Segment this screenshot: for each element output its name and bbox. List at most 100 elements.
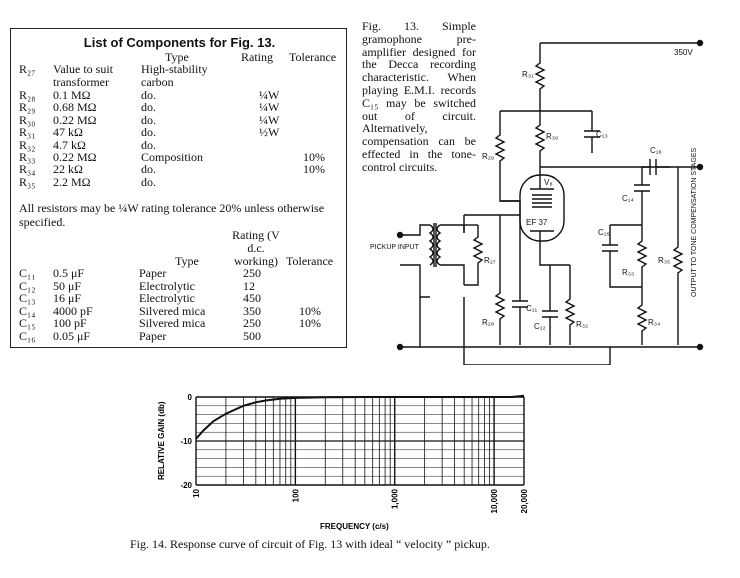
resistor-value: 47 kΩ — [53, 125, 83, 140]
capacitor-rating: 450 — [243, 291, 261, 306]
x-tick-label: 1,000 — [391, 488, 400, 509]
capacitor-rating: 12 — [243, 278, 255, 293]
resistor-ref: R₃₅ — [19, 174, 36, 189]
capacitor-ref: C₁₄ — [19, 303, 36, 318]
resistor-ref: R₃₀ — [19, 112, 36, 127]
capacitor-ref: C₁₁ — [19, 266, 36, 280]
resistor-type: do. — [141, 162, 156, 177]
capacitor-type: Electrolytic — [139, 278, 195, 293]
capacitor-type: Paper — [139, 329, 167, 343]
resistor-value: 0.1 MΩ — [53, 88, 91, 102]
label-c11: C₁₁ — [526, 304, 537, 313]
resistor-rating: ¼W — [259, 100, 280, 115]
x-tick-label: 10 — [192, 488, 201, 497]
components-list-box: List of Components for Fig. 13. Type Rat… — [10, 28, 347, 348]
cap-header-tolerance: Tolerance — [286, 254, 334, 268]
label-pickup-input: PICKUP INPUT — [370, 244, 420, 251]
fig14-caption: Fig. 14. Response curve of circuit of Fi… — [130, 537, 490, 551]
resistor-rating: ¼W — [259, 88, 280, 102]
label-c14: C₁₄ — [622, 194, 634, 203]
capacitor-value: 0.05 μF — [53, 329, 91, 343]
x-axis-label: FREQUENCY (c/s) — [320, 522, 389, 531]
capacitor-type: Silvered mica — [139, 316, 206, 331]
resistor-type: do. — [141, 137, 156, 152]
capacitor-ref: C₁₂ — [19, 278, 36, 293]
resistor-value: 2.2 MΩ — [53, 174, 91, 189]
components-list-title: List of Components for Fig. 13. — [83, 35, 276, 50]
label-r32: R₃₂ — [576, 320, 588, 329]
resistor-tolerance: 10% — [303, 162, 325, 177]
resistor-ref: R₃₄ — [19, 162, 36, 177]
capacitor-value: 4000 pF — [53, 303, 93, 318]
capacitor-ref: C₁₅ — [19, 316, 36, 331]
chart-ticks: 10 100 1,000 10,000 20,000 0 -10 -20 — [180, 393, 529, 513]
label-r28: R₂₈ — [482, 318, 494, 327]
y-tick-label: -10 — [180, 437, 192, 446]
capacitor-value: 100 pF — [53, 316, 87, 331]
resistor-note: All resistors may be ¼W rating tolerance… — [19, 201, 325, 229]
capacitor-value: 0.5 μF — [53, 266, 85, 280]
capacitor-rating: 250 — [243, 316, 261, 331]
label-c15: C₁₅ — [598, 228, 610, 237]
capacitor-ref: C₁₆ — [19, 329, 36, 343]
capacitor-rating: 350 — [243, 303, 261, 318]
capacitor-type: Silvered mica — [139, 303, 206, 318]
resistor-value: 0.68 MΩ — [53, 100, 97, 115]
label-r30: R₃₀ — [546, 132, 558, 141]
resistor-value: 4.7 kΩ — [53, 137, 86, 152]
x-tick-label: 20,000 — [520, 488, 529, 513]
resistor-tolerance: 10% — [303, 150, 325, 164]
label-r31: R₃₁ — [522, 70, 534, 79]
fig13-caption: Fig. 13. Simple gramophone pre-amplifier… — [362, 19, 476, 174]
resistor-rating: ¼W — [259, 112, 280, 127]
label-r33: R₃₃ — [622, 268, 634, 277]
resistor-type: Composition — [141, 150, 204, 164]
label-r35: R₃₅ — [658, 256, 670, 265]
capacitor-type: Paper — [139, 266, 167, 280]
header-type: Type — [165, 50, 189, 64]
capacitor-value: 50 μF — [53, 278, 82, 293]
capacitor-type: Electrolytic — [139, 291, 195, 306]
y-axis-label: RELATIVE GAIN (db) — [157, 401, 166, 480]
resistor-rating: ½W — [259, 125, 280, 140]
label-ef37: EF 37 — [526, 218, 548, 227]
response-series-line — [195, 394, 525, 440]
header-rating: Rating — [241, 50, 273, 64]
label-r29: R₂₉ — [482, 152, 494, 161]
resistor-value: Value to suit transformer — [53, 62, 113, 89]
label-350v: 350V — [674, 48, 693, 57]
capacitor-tolerance: 10% — [299, 316, 321, 331]
response-curve-chart: 10 100 1,000 10,000 20,000 0 -10 -20 RELATIVE G… — [157, 393, 529, 531]
x-tick-label: 100 — [291, 488, 300, 502]
capacitor-rating: 250 — [243, 266, 261, 280]
resistor-type: High-stability carbon — [141, 62, 208, 89]
label-c16: C₁₆ — [650, 146, 662, 155]
resistor-type: do. — [141, 125, 156, 140]
label-r34: R₃₄ — [648, 318, 660, 327]
x-tick-label: 10,000 — [490, 488, 499, 513]
y-tick-label: 0 — [188, 393, 193, 402]
resistor-ref: R₃₁ — [19, 125, 36, 140]
cap-header-rating: Rating (V d.c. working) — [232, 228, 280, 268]
resistor-type: do. — [141, 88, 156, 102]
header-tolerance: Tolerance — [289, 50, 337, 64]
resistor-ref: R₃₂ — [19, 137, 36, 152]
resistor-type: do. — [141, 174, 156, 189]
resistor-ref: R₂₇ — [19, 62, 36, 76]
resistor-ref: R₃₃ — [19, 150, 36, 164]
cap-header-type: Type — [175, 254, 199, 268]
preamp-circuit-diagram: 350V R₃₁ R₃₀ C₁₃ R₂₉ C₁₆ C₁₄ V₈ EF 37 R₂… — [370, 39, 704, 365]
resistor-value: 0.22 MΩ — [53, 112, 97, 127]
label-output: OUTPUT TO TONE COMPENSATION STAGES — [691, 147, 698, 297]
resistor-value: 0.22 MΩ — [53, 150, 97, 164]
capacitor-rating: 500 — [243, 329, 261, 343]
resistor-type: do. — [141, 112, 156, 127]
label-valve: V₈ — [544, 178, 553, 187]
label-r27: R₂₇ — [484, 256, 496, 265]
y-tick-label: -20 — [180, 481, 192, 490]
resistor-ref: R₂₉ — [19, 100, 36, 115]
label-c13-top: C₁₃ — [596, 130, 608, 139]
capacitor-value: 16 μF — [53, 291, 82, 306]
resistor-type: do. — [141, 100, 156, 115]
capacitor-ref: C₁₃ — [19, 291, 36, 306]
